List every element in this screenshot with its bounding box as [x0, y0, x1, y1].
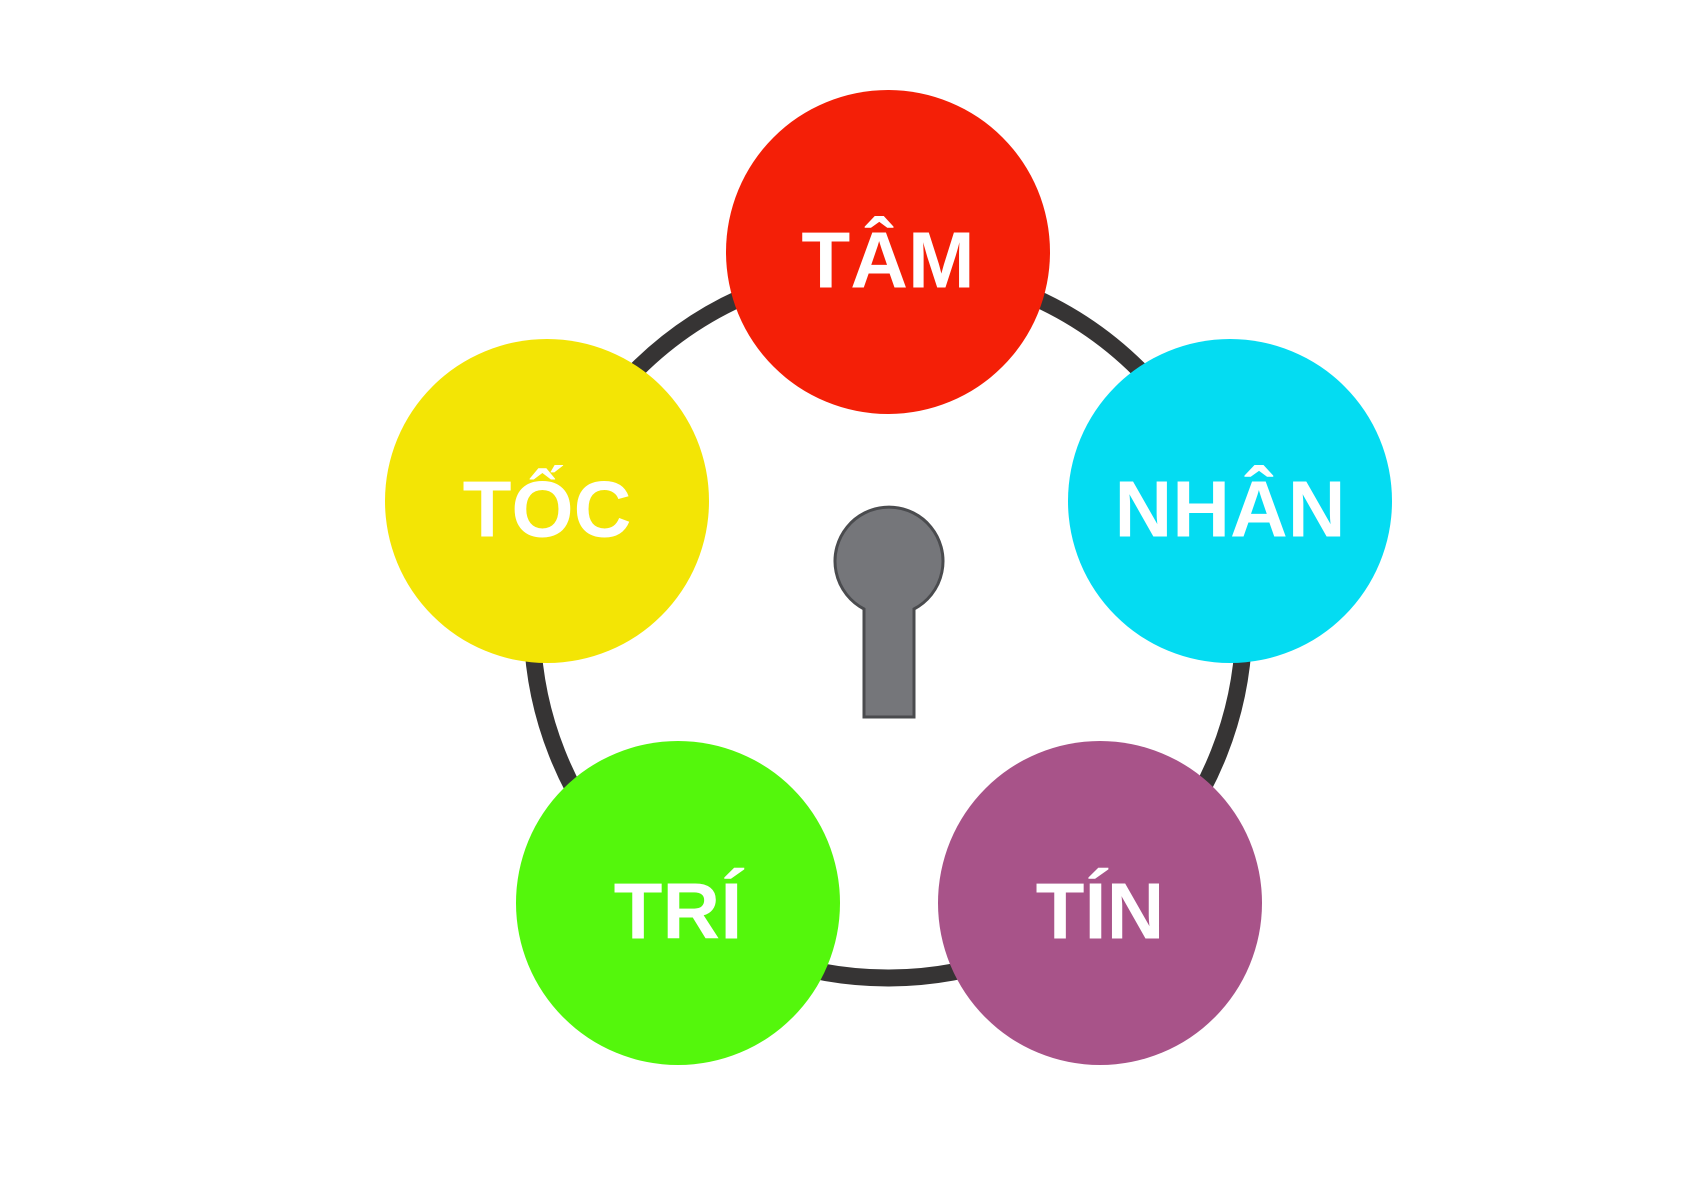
- node-tin-circle: [938, 741, 1262, 1065]
- node-tam-circle: [726, 90, 1050, 414]
- node-tin: TÍN: [938, 741, 1262, 1065]
- node-tam: TÂM: [726, 90, 1050, 414]
- node-tri-circle: [516, 741, 840, 1065]
- node-tin-label: TÍN: [1036, 867, 1165, 956]
- node-tri-label: TRÍ: [614, 867, 745, 956]
- node-nhan-circle: [1068, 339, 1392, 663]
- node-nhan-label: NHÂN: [1114, 465, 1345, 554]
- node-toc-circle: [385, 339, 709, 663]
- node-toc-label: TỐC: [463, 465, 632, 554]
- node-tam-label: TÂM: [801, 216, 974, 305]
- node-nhan: NHÂN: [1068, 339, 1392, 663]
- node-toc: TỐC: [385, 339, 709, 663]
- keyhole-icon: [833, 505, 945, 719]
- node-tri: TRÍ: [516, 741, 840, 1065]
